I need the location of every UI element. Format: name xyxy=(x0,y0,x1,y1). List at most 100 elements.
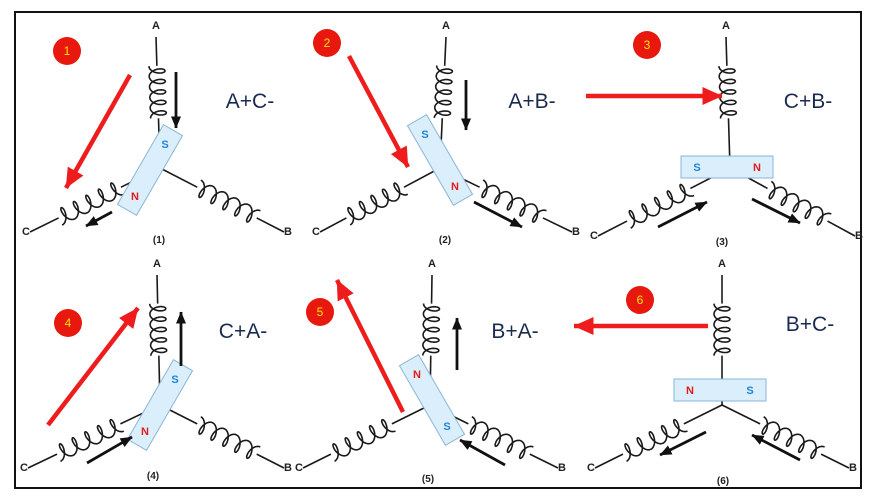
coil-c-lead-outer xyxy=(319,217,347,233)
terminal-label-b: B xyxy=(558,462,566,474)
coil-c-coil xyxy=(58,418,125,463)
coil-b-lead-outer xyxy=(542,217,573,233)
field-direction-arrow xyxy=(46,306,140,427)
step-badge xyxy=(626,286,654,314)
magnet-bar xyxy=(673,378,767,402)
step-badge-number: 5 xyxy=(317,305,324,319)
step-badge xyxy=(313,29,341,57)
coil-b-coil xyxy=(768,180,832,226)
rotor-magnet: NS xyxy=(126,358,194,452)
magnet-bar xyxy=(398,353,466,447)
coil-b-coil xyxy=(481,179,547,223)
terminal-label-b: B xyxy=(849,462,857,474)
magnet-pole-label: N xyxy=(131,191,139,203)
step-badge xyxy=(53,37,81,65)
coil-b-lead-inner xyxy=(721,404,761,425)
phase-label: C+A- xyxy=(219,320,267,343)
coil-c-lead-outer xyxy=(594,453,624,469)
coil-a-coil xyxy=(422,303,441,356)
current-arrow xyxy=(659,430,707,457)
magnet-pole-label: S xyxy=(171,374,178,386)
coil-c-lead-inner xyxy=(683,404,723,425)
coil-c-lead-outer xyxy=(27,453,58,469)
terminal-label-c: C xyxy=(587,462,595,474)
step-badge-number: 6 xyxy=(637,293,644,307)
step-badge xyxy=(306,298,334,326)
terminal-label-a: A xyxy=(722,20,730,32)
current-arrow xyxy=(459,438,506,467)
current-arrow xyxy=(473,200,523,229)
magnet-pole-label: S xyxy=(421,129,428,141)
coil-b-lead-outer xyxy=(827,220,856,237)
terminal-label-a: A xyxy=(718,258,726,270)
terminal-label-c: C xyxy=(590,230,598,242)
coil-c-lead-outer xyxy=(597,220,628,237)
panel-caption: (5) xyxy=(422,474,434,485)
coil-b-lead-inner xyxy=(159,167,198,188)
magnet-pole-label: N xyxy=(753,162,761,174)
terminal-label-b: B xyxy=(284,462,292,474)
coil-a-coil xyxy=(148,66,168,119)
phase-label: B+A- xyxy=(491,320,538,343)
magnet-pole-label: S xyxy=(693,162,700,174)
step-badge-number: 2 xyxy=(324,36,331,50)
magnet-bar xyxy=(116,123,184,217)
rotor-magnet: NS xyxy=(398,353,466,447)
phase-label: B+C- xyxy=(786,313,834,336)
coil-b-coil xyxy=(469,416,534,460)
coil-b-coil xyxy=(198,416,261,460)
step-badge xyxy=(633,31,661,59)
coil-a-coil xyxy=(718,66,738,119)
magnet-pole-label: N xyxy=(141,426,149,438)
magnet-pole-label: N xyxy=(686,385,694,397)
coil-c-coil xyxy=(59,182,125,226)
coil-c-lead-outer xyxy=(302,453,332,469)
coil-b-lead-outer xyxy=(529,453,559,469)
field-direction-arrow xyxy=(334,278,406,414)
magnet-pole-label: N xyxy=(413,369,421,381)
terminal-label-c: C xyxy=(295,462,303,474)
coil-c-lead-outer xyxy=(29,217,59,233)
coil-b-lead-outer xyxy=(256,217,285,233)
coil-a-coil xyxy=(148,303,168,356)
magnet-pole-label: N xyxy=(451,181,459,193)
coil-b-lead-outer xyxy=(256,453,285,469)
magnet-pole-label: S xyxy=(443,421,450,433)
step-badge-number: 1 xyxy=(64,44,71,58)
panel-caption: (2) xyxy=(439,235,451,246)
terminal-label-a: A xyxy=(153,258,161,270)
terminal-label-b: B xyxy=(855,230,863,242)
current-arrow xyxy=(751,433,801,462)
coil-a-lead-outer xyxy=(725,36,728,66)
step-badge xyxy=(54,309,82,337)
step-badge-number: 4 xyxy=(65,316,72,330)
magnet-bar xyxy=(406,113,474,207)
magnet-pole-label: S xyxy=(161,139,168,151)
field-direction-arrow xyxy=(347,54,410,169)
terminal-label-c: C xyxy=(312,226,320,238)
rotor-magnet: NS xyxy=(116,123,184,217)
rotor-magnet: SN xyxy=(406,113,474,207)
terminal-label-a: A xyxy=(442,20,450,32)
coil-a-coil xyxy=(713,303,731,356)
terminal-label-c: C xyxy=(22,226,30,238)
terminal-label-b: B xyxy=(284,226,292,238)
coil-a-lead-outer xyxy=(443,36,447,66)
coil-c-coil xyxy=(628,183,695,229)
field-direction-arrow xyxy=(64,73,132,190)
phase-label: A+B- xyxy=(508,90,555,113)
coil-a-lead-outer xyxy=(156,274,159,304)
magnet-bar xyxy=(680,155,774,179)
magnet-bar xyxy=(126,358,194,452)
panel-caption: (1) xyxy=(153,235,165,246)
